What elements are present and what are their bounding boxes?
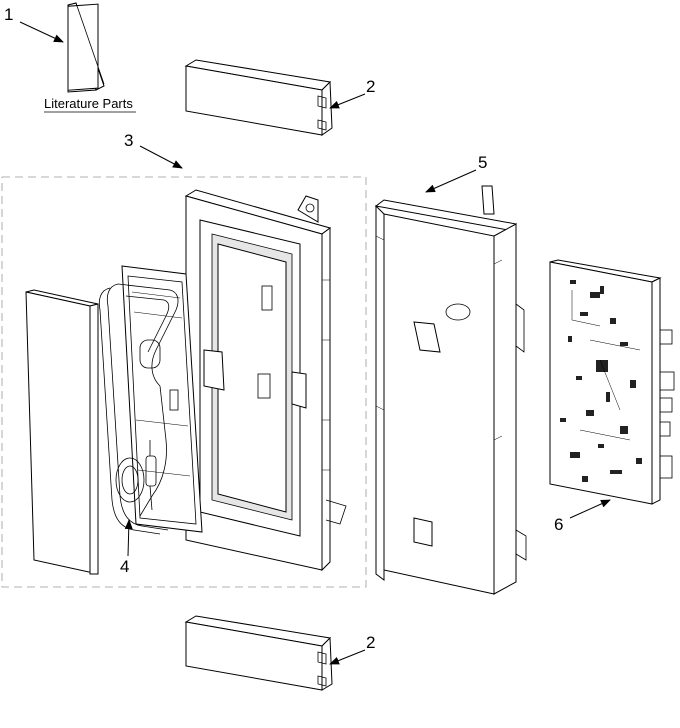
callout-4: 4 bbox=[120, 557, 129, 576]
callout-1: 1 bbox=[4, 5, 13, 24]
callout-3: 3 bbox=[124, 131, 133, 150]
assembly-3-boundary bbox=[1, 176, 367, 588]
leader-line-2-top bbox=[329, 93, 366, 109]
membrane-switch-panel[interactable] bbox=[121, 265, 203, 533]
front-cover-panel[interactable] bbox=[25, 289, 99, 575]
leader-line-6 bbox=[569, 499, 611, 519]
literature-parts[interactable] bbox=[67, 2, 105, 93]
trim-strip-bottom[interactable] bbox=[184, 615, 333, 691]
trim-strip-top[interactable] bbox=[184, 59, 333, 136]
control-circuit-board[interactable] bbox=[549, 259, 675, 505]
leader-line-5 bbox=[425, 169, 477, 193]
callout-6: 6 bbox=[554, 515, 563, 534]
mounting-bracket[interactable] bbox=[374, 185, 527, 595]
leader-line-3 bbox=[139, 145, 183, 169]
callout-5: 5 bbox=[478, 153, 487, 172]
leader-line-4 bbox=[124, 519, 133, 557]
board-components bbox=[560, 280, 642, 482]
callout-2-top: 2 bbox=[366, 77, 375, 96]
leader-line-1 bbox=[19, 21, 64, 43]
literature-parts-label: Literature Parts bbox=[44, 96, 133, 111]
leader-line-2-bottom bbox=[329, 649, 366, 665]
callout-2-bottom: 2 bbox=[366, 633, 375, 652]
control-panel-frame[interactable] bbox=[184, 189, 347, 572]
